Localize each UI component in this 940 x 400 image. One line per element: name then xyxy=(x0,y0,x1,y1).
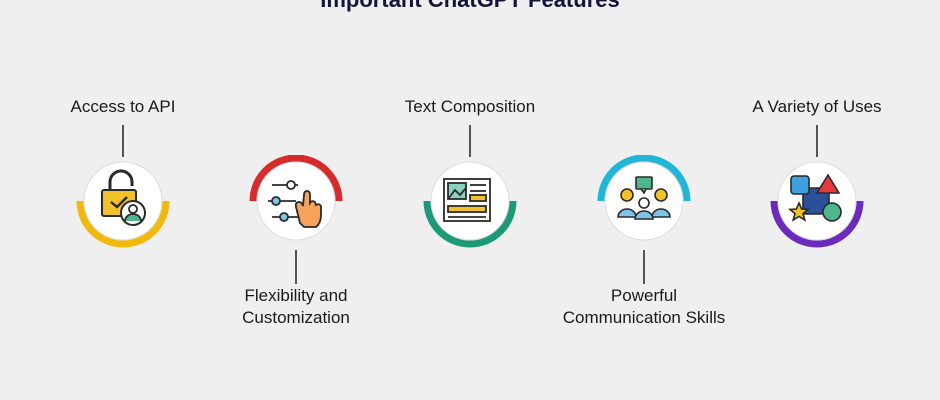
feature-flexibility-customization: Flexibility and Customization xyxy=(196,0,396,400)
shapes-icon xyxy=(787,173,842,222)
feature-badge xyxy=(420,155,520,255)
group-chat-icon xyxy=(617,176,671,220)
connector-line xyxy=(643,250,645,284)
feature-badge xyxy=(246,155,346,255)
feature-text-composition: Text Composition xyxy=(370,0,570,400)
feature-badge xyxy=(767,155,867,255)
feature-badge xyxy=(594,155,694,255)
feature-label: Powerful Communication Skills xyxy=(544,285,744,329)
accent-arc xyxy=(249,155,343,202)
feature-label: Flexibility and Customization xyxy=(196,285,396,329)
feature-label: A Variety of Uses xyxy=(717,96,917,118)
feature-label-line: Text Composition xyxy=(404,97,536,116)
feature-badge xyxy=(73,155,173,255)
feature-label-line: Customization xyxy=(242,308,350,327)
connector-line xyxy=(295,250,297,284)
accent-arc xyxy=(770,200,864,248)
feature-label-line: Flexibility and xyxy=(244,286,348,305)
feature-label-line: Communication Skills xyxy=(562,308,726,327)
feature-variety-of-uses: A Variety of Uses xyxy=(717,0,917,400)
connector-line xyxy=(816,125,818,157)
feature-label-line: Powerful xyxy=(610,286,678,305)
padlock-user-icon xyxy=(101,169,146,226)
document-image-icon xyxy=(443,178,491,222)
connector-line xyxy=(122,125,124,157)
feature-label-line: Access to API xyxy=(70,97,176,116)
accent-arc xyxy=(597,155,691,202)
feature-label-line: A Variety of Uses xyxy=(752,97,882,116)
connector-line xyxy=(469,125,471,157)
feature-access-to-api: Access to API xyxy=(23,0,223,400)
feature-label: Text Composition xyxy=(370,96,570,118)
accent-arc xyxy=(423,200,517,248)
feature-communication-skills: Powerful Communication Skills xyxy=(544,0,744,400)
accent-arc xyxy=(76,200,170,248)
page-title: Important ChatGPT Features xyxy=(0,0,940,13)
feature-label: Access to API xyxy=(23,96,223,118)
hand-sliders-icon xyxy=(268,180,322,228)
